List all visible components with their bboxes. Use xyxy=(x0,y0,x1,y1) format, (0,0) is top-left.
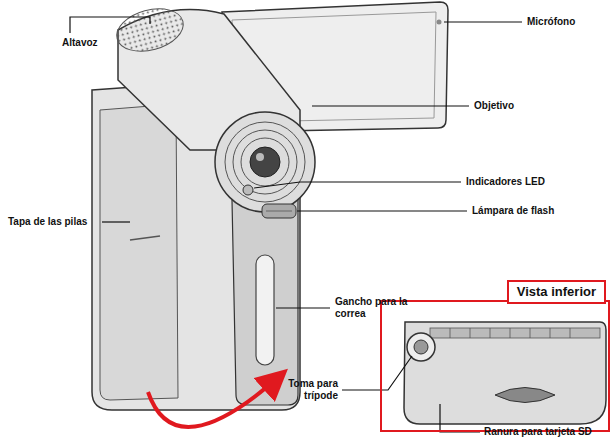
part-label: Ranura para tarjeta SD xyxy=(484,426,592,438)
part-label: Objetivo xyxy=(474,100,514,112)
part-label: Indicadores LED xyxy=(466,176,545,188)
panel-heading: Vista inferior xyxy=(507,280,606,304)
part-label: Tapa de las pilas xyxy=(8,216,87,228)
part-label: Gancho para la correa xyxy=(335,296,415,320)
part-label: Altavoz xyxy=(62,37,98,49)
part-label: Toma para trípode xyxy=(276,378,338,402)
part-label: Lámpara de flash xyxy=(472,205,554,217)
part-label: Micrófono xyxy=(527,16,575,28)
view-panel: Vista inferior xyxy=(380,300,610,432)
